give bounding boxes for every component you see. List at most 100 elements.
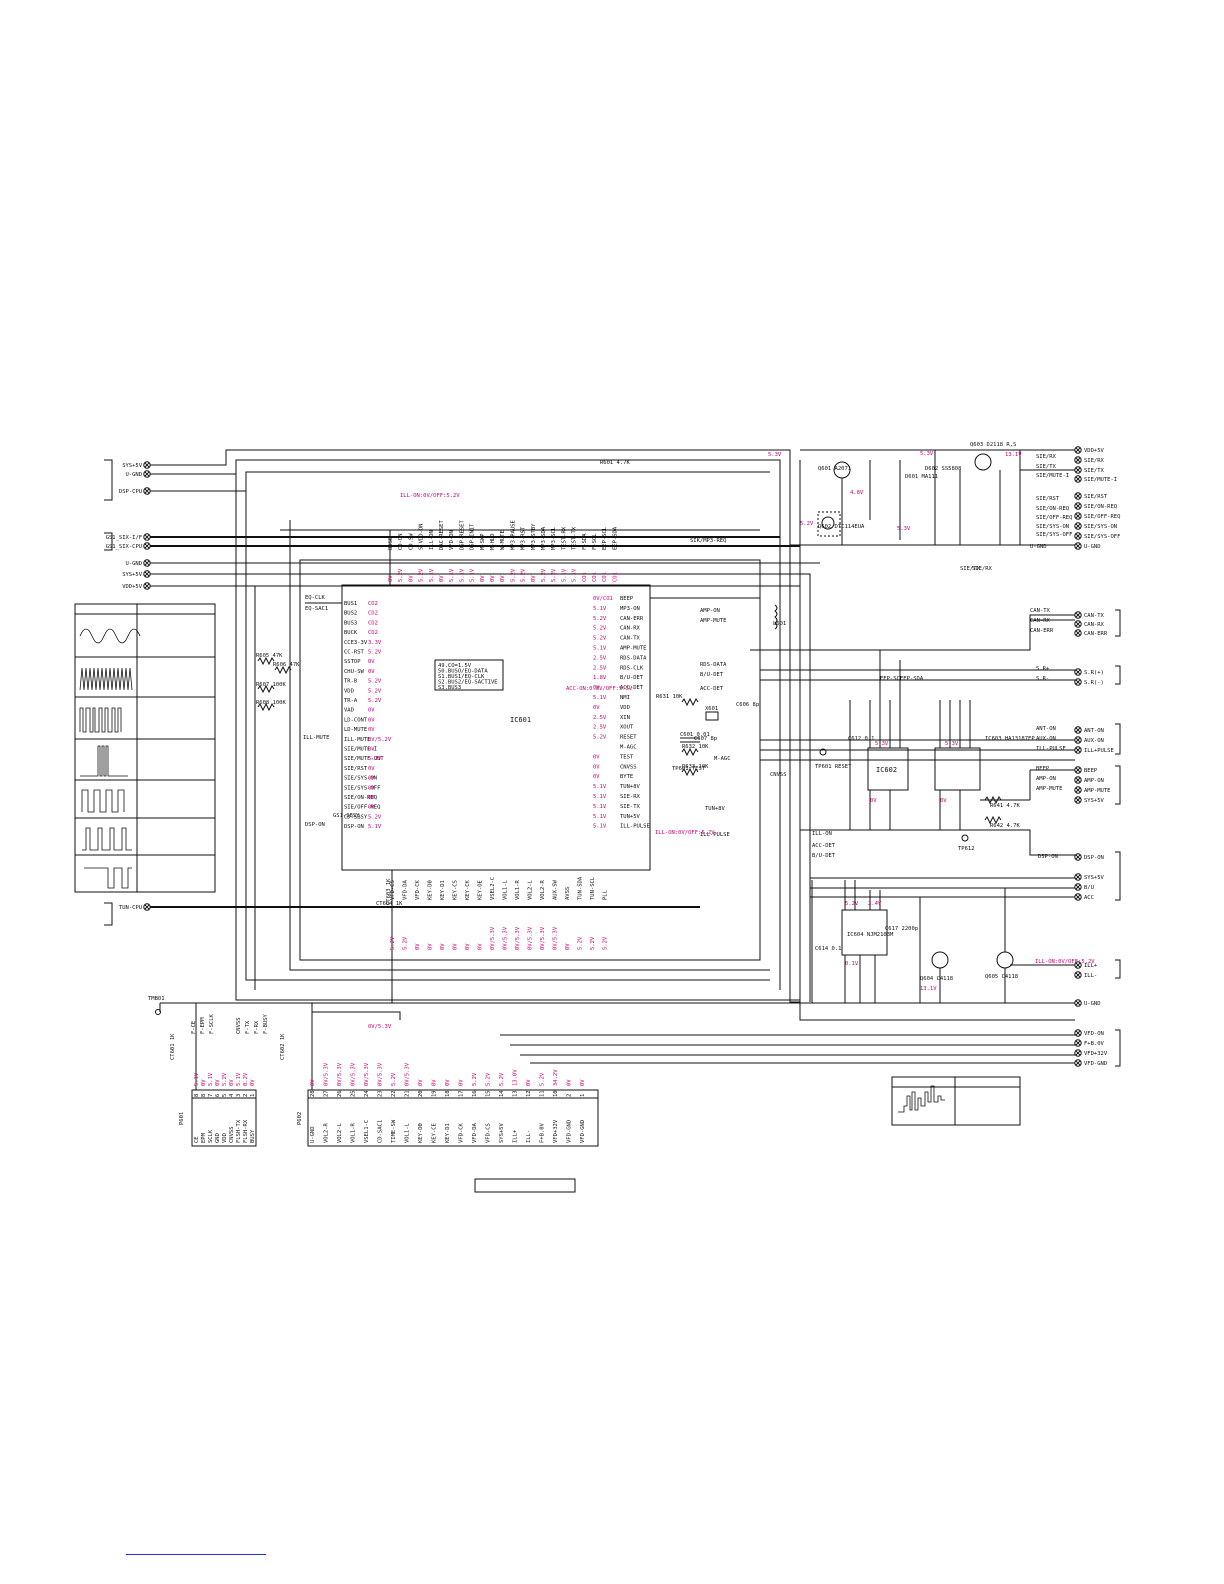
can-connector-2[interactable]: CAN-ERR	[1074, 629, 1108, 637]
ic601-left-volt-2: CO2	[368, 620, 378, 626]
connector-terminal-icon[interactable]	[1074, 786, 1082, 794]
left-connector-5[interactable]: U-GND	[126, 559, 151, 567]
ant-connector-1[interactable]: AUX-ON	[1074, 736, 1104, 744]
connector-terminal-icon[interactable]	[1074, 522, 1082, 530]
p602-pin-label-20: VFD-GND	[580, 1120, 586, 1143]
vfd-connector-0[interactable]: VFD-ON	[1074, 1029, 1104, 1037]
ic601-left-volt-22: 5.2V	[368, 814, 382, 820]
connector-terminal-icon[interactable]	[143, 559, 151, 567]
connector-terminal-icon[interactable]	[1074, 466, 1082, 474]
footer-link-underline[interactable]	[126, 1554, 266, 1555]
ic601-left-pin-15: SIE/MUTE-I	[344, 747, 377, 753]
p602-pin-num-18: 10	[553, 1090, 559, 1097]
connector-terminal-icon[interactable]	[1074, 475, 1082, 483]
right-top-connector-3[interactable]: SIE/MUTE-I	[1074, 475, 1117, 483]
ic604-volt-1: 5.2V	[845, 901, 859, 907]
vfd-connector-2[interactable]: VFD+32V	[1074, 1049, 1108, 1057]
connector-terminal-icon[interactable]	[1074, 456, 1082, 464]
left-connector-0[interactable]: SYS+5V	[122, 461, 151, 469]
connector-terminal-icon[interactable]	[1074, 446, 1082, 454]
s-connector-0[interactable]: S.R(+)	[1074, 668, 1104, 676]
connector-terminal-icon[interactable]	[1074, 678, 1082, 686]
ic601-right-pin-7: RDS-CLK	[620, 665, 644, 671]
connector-terminal-icon[interactable]	[143, 542, 151, 550]
ic601-top-pin-15: MP3-SDA	[541, 526, 547, 550]
u-gnd-connector[interactable]: U-GND	[1074, 999, 1101, 1007]
right-top-connector-4[interactable]: SIE/RST	[1074, 492, 1108, 500]
connector-terminal-icon[interactable]	[1074, 961, 1082, 969]
connector-terminal-icon[interactable]	[1074, 736, 1082, 744]
connector-terminal-icon[interactable]	[143, 570, 151, 578]
right-top-connector-5[interactable]: SIE/ON-REQ	[1074, 502, 1117, 510]
connector-terminal-icon[interactable]	[1074, 1029, 1082, 1037]
beep-connector-2[interactable]: AMP-MUTE	[1074, 786, 1111, 794]
ic601-top-pin-18: TEST-TX	[572, 526, 578, 550]
eq-sac-label: EQ-SAC1	[305, 606, 328, 612]
connector-terminal-icon[interactable]	[1074, 776, 1082, 784]
ant-connector-1-label: AUX-ON	[1084, 738, 1104, 744]
left-connector-3[interactable]: GS1_SIX-I/F	[106, 533, 151, 541]
connector-terminal-icon[interactable]	[1074, 512, 1082, 520]
left-connector-6[interactable]: SYS+5V	[122, 570, 151, 578]
right-top-connector-0[interactable]: VDD+5V	[1074, 446, 1105, 454]
connector-terminal-icon[interactable]	[1074, 883, 1082, 891]
lower-right-connector-3[interactable]: ACC	[1074, 893, 1094, 901]
connector-terminal-icon[interactable]	[1074, 1039, 1082, 1047]
left-connector-7[interactable]: VDD+5V	[122, 582, 151, 590]
tp601-test-label: TP601 TEST	[672, 766, 706, 772]
can-connector-0[interactable]: CAN-TX	[1074, 611, 1105, 619]
ill-connector-1[interactable]: ILL-	[1074, 971, 1097, 979]
connector-terminal-icon[interactable]	[1074, 542, 1082, 550]
ant-connector-0[interactable]: ANT-ON	[1074, 726, 1104, 734]
beep-connector-1[interactable]: AMP-ON	[1074, 776, 1104, 784]
lower-right-connector-1[interactable]: SYS+5V	[1074, 873, 1105, 881]
dsp-on-inner: DSP-ON	[1038, 854, 1058, 860]
connector-terminal-icon[interactable]	[1074, 893, 1082, 901]
connector-terminal-icon[interactable]	[143, 903, 151, 911]
right-top-connector-2[interactable]: SIE/TX	[1074, 466, 1105, 474]
ill-connector-0[interactable]: ILL+	[1074, 961, 1098, 969]
connector-terminal-icon[interactable]	[1074, 853, 1082, 861]
connector-terminal-icon[interactable]	[1074, 611, 1082, 619]
connector-terminal-icon[interactable]	[143, 533, 151, 541]
connector-terminal-icon[interactable]	[1074, 532, 1082, 540]
ic601-bottom-pin-1: VFD-DA	[403, 879, 409, 900]
connector-terminal-icon[interactable]	[1074, 629, 1082, 637]
left-connector-8[interactable]: TUN-CPU	[119, 903, 151, 911]
beep-connector-0[interactable]: BEEP	[1074, 766, 1098, 774]
connector-terminal-icon[interactable]	[1074, 796, 1082, 804]
connector-terminal-icon[interactable]	[1074, 746, 1082, 754]
left-connector-1[interactable]: U-GND	[126, 470, 151, 478]
connector-terminal-icon[interactable]	[1074, 668, 1082, 676]
connector-terminal-icon[interactable]	[143, 487, 151, 495]
right-top-connector-9[interactable]: U-GND	[1074, 542, 1101, 550]
connector-terminal-icon[interactable]	[1074, 873, 1082, 881]
ant-connector-2[interactable]: ILL+PULSE	[1074, 746, 1114, 754]
right-top-connector-1[interactable]: SIE/RX	[1074, 456, 1105, 464]
can-connector-1[interactable]: CAN-RX	[1074, 620, 1105, 628]
lower-right-connector-2[interactable]: B/U	[1074, 883, 1094, 891]
left-connector-2[interactable]: DSP-CPU	[119, 487, 151, 495]
connector-terminal-icon[interactable]	[1074, 999, 1082, 1007]
connector-terminal-icon[interactable]	[1074, 1059, 1082, 1067]
connector-terminal-icon[interactable]	[143, 470, 151, 478]
connector-terminal-icon[interactable]	[1074, 766, 1082, 774]
connector-terminal-icon[interactable]	[1074, 726, 1082, 734]
right-top-connector-8[interactable]: SIE/SYS-OFF	[1074, 532, 1121, 540]
left-connector-4[interactable]: GS1_SIX-CPU	[106, 542, 151, 550]
connector-terminal-icon[interactable]	[1074, 971, 1082, 979]
connector-terminal-icon[interactable]	[1074, 1049, 1082, 1057]
connector-terminal-icon[interactable]	[143, 582, 151, 590]
connector-terminal-icon[interactable]	[1074, 492, 1082, 500]
beep-connector-3[interactable]: SYS+5V	[1074, 796, 1105, 804]
vfd-connector-3[interactable]: VFD-GND	[1074, 1059, 1107, 1067]
lower-right-connector-0[interactable]: DSP-ON	[1074, 853, 1104, 861]
connector-terminal-icon[interactable]	[1074, 620, 1082, 628]
connector-terminal-icon[interactable]	[1074, 502, 1082, 510]
connector-terminal-icon[interactable]	[143, 461, 151, 469]
s-connector-1[interactable]: S.R(-)	[1074, 678, 1104, 686]
ic601-top-pin-19: F-SDA	[582, 533, 588, 550]
vfd-connector-1[interactable]: F+B.0V	[1074, 1039, 1105, 1047]
right-top-connector-7[interactable]: SIE/SYS-ON	[1074, 522, 1117, 530]
right-top-connector-6[interactable]: SIE/OFF-REQ	[1074, 512, 1121, 520]
